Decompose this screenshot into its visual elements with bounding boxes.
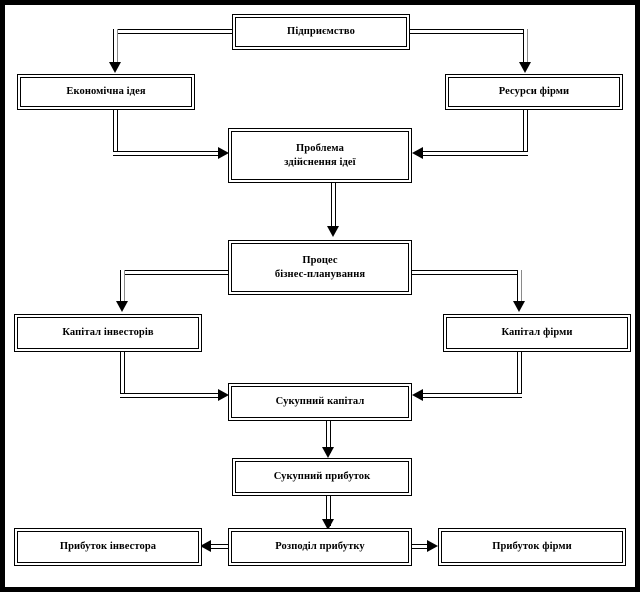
node-total-capital-label-line1: Сукупний капітал [275,396,365,408]
edge-investor-capital-to-total-arrowhead [218,389,229,401]
node-investor-profit-inner: Прибуток інвестора [17,531,199,563]
node-enterprise[interactable]: Підприємство [232,14,410,50]
node-planning-process-label: Процес бізнес-планування [271,254,369,280]
node-total-capital[interactable]: Сукупний капітал [228,383,412,421]
node-investor-capital-label: Капітал інвесторів [58,326,157,339]
edge-planning-to-investor-capital-vertical [120,270,125,304]
node-total-capital-inner: Сукупний капітал [231,386,409,418]
edge-enterprise-to-economic-idea-horizontal [113,29,237,34]
node-firm-profit-label-line1: Прибуток фірми [492,541,572,553]
node-planning-process-label-line2: бізнес-планування [274,268,366,280]
edge-economic-idea-to-problem-horizontal [113,151,220,156]
node-planning-process-inner: Процес бізнес-планування [231,243,409,292]
edge-total-profit-to-allocation-arrowhead [322,519,334,530]
edge-firm-resources-to-problem-horizontal [423,151,528,156]
node-enterprise-label: Підприємство [283,25,359,38]
edge-planning-to-investor-capital-arrowhead [116,301,128,312]
edge-investor-capital-to-total-vertical [120,350,125,398]
node-total-profit-inner: Сукупний прибуток [235,461,409,493]
node-profit-allocation-inner: Розподіл прибутку [231,531,409,563]
node-idea-problem-inner: Проблема здійснення ідеї [231,131,409,180]
edge-firm-resources-to-problem-arrowhead [412,147,423,159]
node-investor-profit[interactable]: Прибуток інвестора [14,528,202,566]
edge-enterprise-to-economic-idea-arrowhead [109,62,121,73]
edge-allocation-to-investor-profit-arrowhead [200,540,211,552]
edge-total-capital-to-total-profit-vertical [326,419,331,453]
edge-allocation-to-firm-profit-horizontal [410,544,429,549]
node-firm-profit-inner: Прибуток фірми [441,531,623,563]
node-economic-idea-inner: Економічна ідея [20,77,192,107]
edge-problem-to-planning-vertical [331,181,336,228]
edge-firm-capital-to-total-arrowhead [412,389,423,401]
edge-planning-to-firm-capital-horizontal [408,270,522,275]
node-firm-capital[interactable]: Капітал фірми [443,314,631,352]
node-firm-capital-label-line1: Капітал фірми [501,327,573,339]
node-idea-problem-label-line1: Проблема [296,143,344,155]
node-firm-resources-label-line1: Ресурси фірми [498,86,570,98]
edge-enterprise-to-economic-idea-vertical [113,29,118,66]
edge-problem-to-planning-arrowhead [327,226,339,237]
node-firm-profit[interactable]: Прибуток фірми [438,528,626,566]
node-enterprise-inner: Підприємство [235,17,407,47]
node-profit-allocation-label-line1: Розподіл прибутку [275,541,365,553]
node-investor-profit-label: Прибуток інвестора [56,540,160,553]
edge-economic-idea-to-problem-arrowhead [218,147,229,159]
node-idea-problem-label: Проблема здійснення ідеї [280,142,359,168]
node-investor-capital[interactable]: Капітал інвесторів [14,314,202,352]
node-profit-allocation[interactable]: Розподіл прибутку [228,528,412,566]
node-economic-idea-label-line1: Економічна ідея [66,86,146,98]
edge-total-profit-to-allocation-vertical [326,494,331,526]
node-total-capital-label: Сукупний капітал [272,395,369,408]
node-investor-profit-label-line1: Прибуток інвестора [59,541,157,553]
node-firm-capital-inner: Капітал фірми [446,317,628,349]
edge-allocation-to-firm-profit-arrowhead [427,540,438,552]
node-idea-problem-label-line2: здійснення ідеї [284,156,356,168]
node-idea-problem[interactable]: Проблема здійснення ідеї [228,128,412,183]
node-firm-capital-label: Капітал фірми [497,326,576,339]
edge-firm-capital-to-total-horizontal [423,393,522,398]
node-firm-resources-inner: Ресурси фірми [448,77,620,107]
node-economic-idea[interactable]: Економічна ідея [17,74,195,110]
edge-enterprise-to-firm-resources-horizontal [405,29,528,34]
node-firm-resources[interactable]: Ресурси фірми [445,74,623,110]
edge-investor-capital-to-total-horizontal [120,393,220,398]
edge-enterprise-to-firm-resources-arrowhead [519,62,531,73]
edge-planning-to-firm-capital-arrowhead [513,301,525,312]
edge-firm-capital-to-total-vertical [517,350,522,398]
node-investor-capital-label-line1: Капітал інвесторів [62,327,154,339]
node-total-profit[interactable]: Сукупний прибуток [232,458,412,496]
node-planning-process[interactable]: Процес бізнес-планування [228,240,412,295]
edge-planning-to-firm-capital-vertical [517,270,522,304]
edge-total-capital-to-total-profit-arrowhead [322,447,334,458]
node-profit-allocation-label: Розподіл прибутку [271,540,368,553]
node-enterprise-label-line1: Підприємство [287,26,355,38]
node-economic-idea-label: Економічна ідея [62,85,149,98]
edge-allocation-to-investor-profit-horizontal [211,544,231,549]
node-planning-process-label-line1: Процес [302,255,338,267]
edge-economic-idea-to-problem-vertical [113,108,118,156]
node-firm-profit-label: Прибуток фірми [488,540,576,553]
edge-planning-to-investor-capital-horizontal [120,270,232,275]
node-firm-resources-label: Ресурси фірми [495,85,573,98]
node-investor-capital-inner: Капітал інвесторів [17,317,199,349]
edge-enterprise-to-firm-resources-vertical [523,29,528,66]
node-total-profit-label-line1: Сукупний прибуток [273,471,371,483]
node-total-profit-label: Сукупний прибуток [270,470,375,483]
edge-firm-resources-to-problem-vertical [523,108,528,156]
